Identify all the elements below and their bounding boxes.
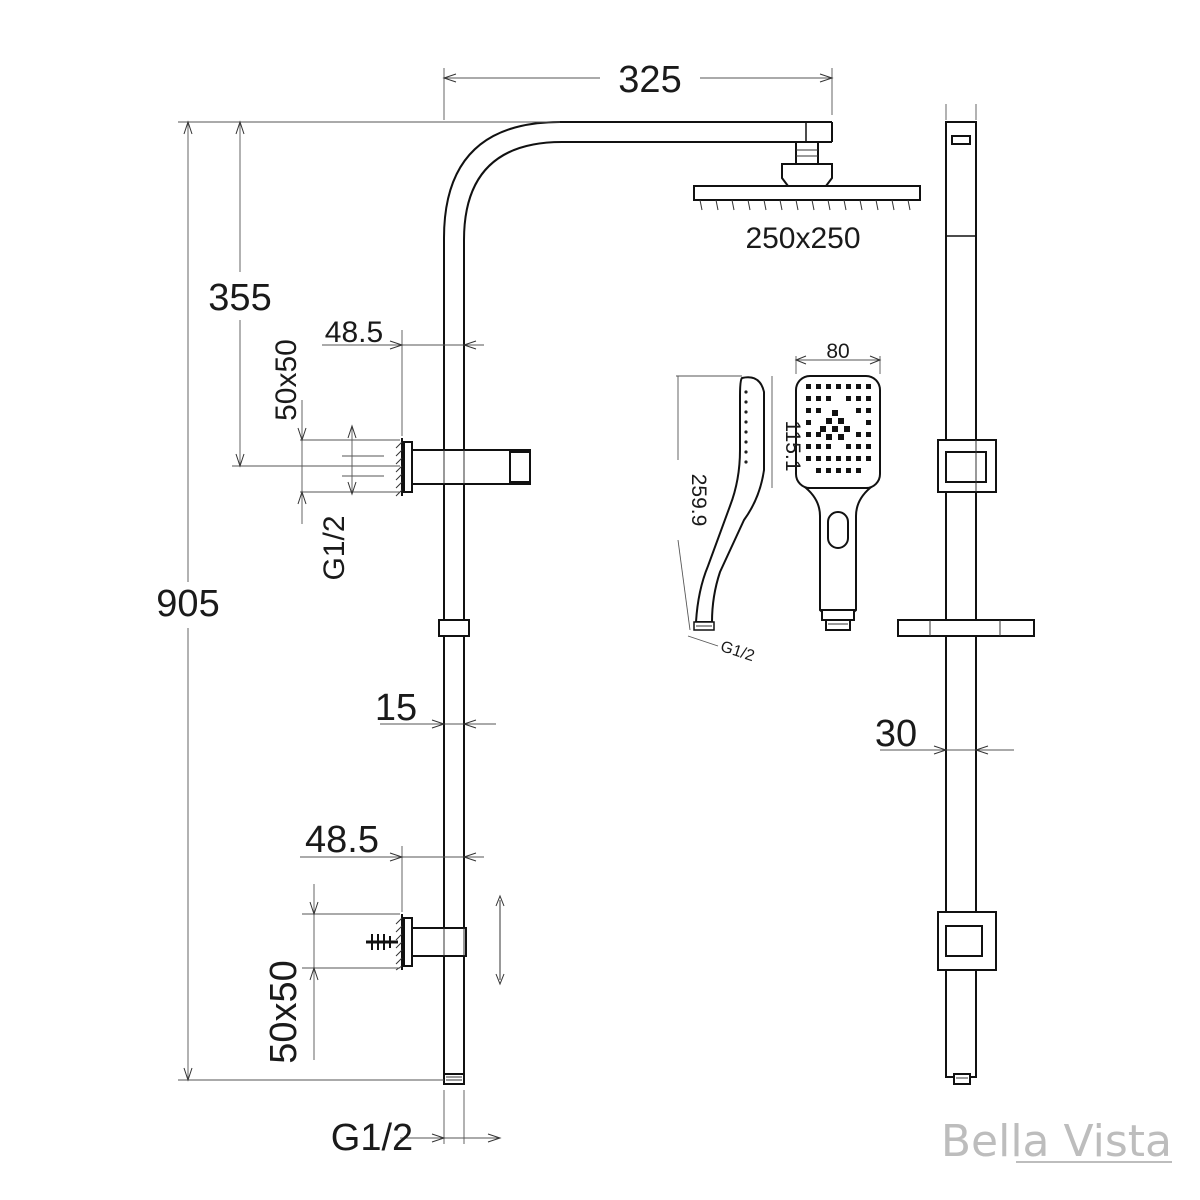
bracket-top-label: 50x50 — [270, 339, 303, 421]
dimension-lines — [178, 68, 834, 1144]
rail-diameter-label: 15 — [375, 687, 417, 729]
arm-height-label: 355 — [208, 277, 271, 319]
holder-offset-top-label: 48.5 — [325, 316, 383, 349]
brand-logo-text: Bella Vista — [941, 1116, 1172, 1167]
holder-offset-bottom-label: 48.5 — [305, 819, 379, 861]
side-depth-label: 30 — [875, 713, 917, 755]
front-view — [366, 121, 921, 1085]
lower-wall-bracket — [366, 914, 467, 971]
rain-shower-head-side — [693, 141, 921, 211]
handset-face-height-label: 115.1 — [781, 421, 804, 472]
handset-front-view — [771, 355, 882, 631]
thread-bottom-label: G1/2 — [331, 1117, 413, 1159]
total-height-label: 905 — [156, 583, 219, 625]
side-view — [880, 104, 1035, 1085]
thread-top-label: G1/2 — [318, 515, 351, 580]
handset-width-label: 80 — [826, 340, 849, 363]
handset-side-view — [676, 375, 765, 647]
bracket-bottom-label: 50x50 — [263, 960, 305, 1064]
head-size-label: 250x250 — [745, 222, 860, 255]
handset-thread-label: G1/2 — [718, 638, 756, 665]
upper-wall-connector — [395, 438, 531, 497]
handset-length-label: 259.9 — [687, 474, 710, 527]
arm-reach-label: 325 — [618, 59, 681, 101]
